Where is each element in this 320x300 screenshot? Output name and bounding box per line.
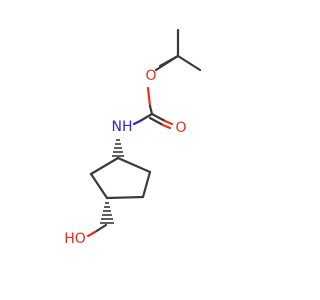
bond-ester-o-carbonyl-2 [148, 104, 154, 116]
ester-oxygen-label: O [145, 68, 156, 84]
carbonyl-double-bond [148, 112, 174, 130]
bond-ch2-oh-red [86, 230, 97, 238]
bond-carbonyl-n [138, 112, 154, 123]
hashed-wedge-ring-ch2 [100, 202, 114, 224]
bond-ester-o-carbonyl [146, 86, 152, 108]
bond-tbu-to-ester-o [158, 54, 180, 68]
bond-carbonyl-double-b [148, 116, 165, 127]
molecule-structure: O O NH HO [64, 28, 202, 247]
bond-carbonyl-n-blue [132, 119, 142, 126]
ring-bond-c5-c1 [89, 156, 120, 176]
bond-carbonyl-double-b-red [161, 123, 172, 130]
ring-bond-c4-c5 [89, 172, 109, 200]
bond-ch2-oh [93, 223, 108, 234]
ring-bond-c3-c4 [105, 195, 145, 200]
bond-carbonyl-double-a-red [163, 119, 174, 126]
bond-tbu-methyl-right [176, 54, 202, 72]
cyclopentane-ring [89, 156, 152, 200]
amine-nh-label: NH [112, 119, 133, 135]
hydroxyl-ho-label: HO [64, 231, 86, 247]
carbonyl-oxygen-label: O [175, 120, 186, 136]
ring-bond-c2-c3 [141, 170, 152, 199]
hashed-wedge-n-ring [112, 139, 124, 157]
bond-carbonyl-double-a [150, 112, 167, 123]
tert-butyl-group [154, 28, 202, 72]
ring-bond-c1-c2 [116, 156, 152, 174]
